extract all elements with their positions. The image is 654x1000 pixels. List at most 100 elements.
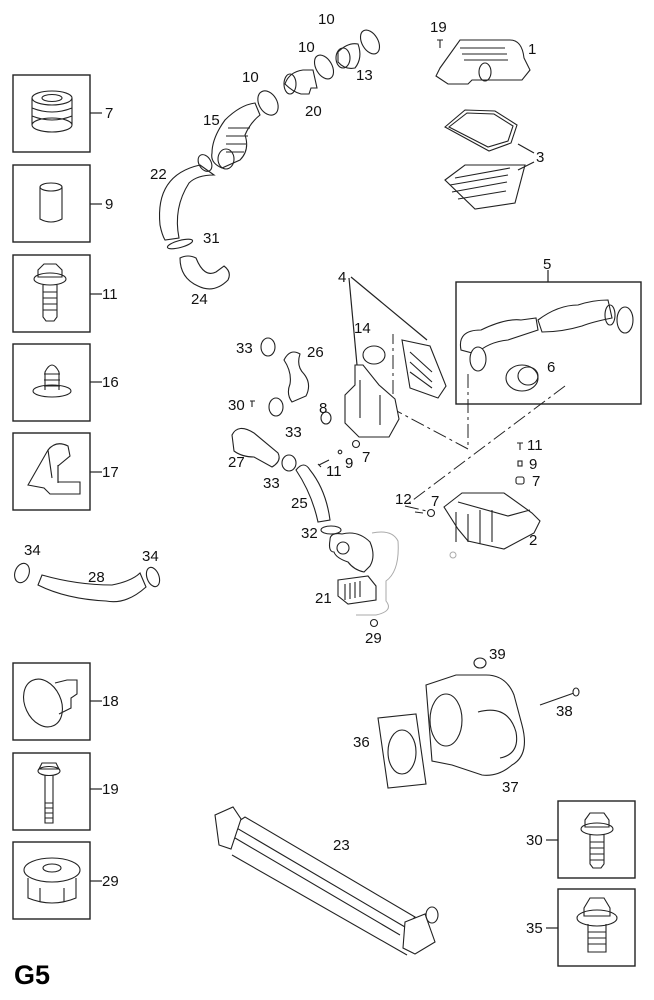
assembly-line: [392, 334, 469, 450]
part-3-filter-seal[interactable]: [444, 109, 535, 154]
inset-label: 11: [102, 286, 118, 303]
callout-38: 38: [556, 703, 573, 720]
inset-box-16[interactable]: 16: [12, 343, 119, 422]
inset-label: 9: [105, 196, 113, 213]
callout-33: 33: [263, 475, 280, 492]
callout-29: 29: [365, 630, 382, 647]
callout-32: 32: [301, 525, 318, 542]
part-39-nut[interactable]: [473, 657, 487, 669]
part-36-gasket[interactable]: [377, 713, 427, 789]
part-2-filter-housing[interactable]: [443, 492, 541, 550]
part-4-resonator-housing[interactable]: [344, 364, 400, 438]
part-33-clamp[interactable]: [260, 337, 276, 357]
callout-34: 34: [24, 542, 41, 559]
part-5-kit-box[interactable]: [455, 270, 642, 405]
rubber-bumper-icon: [23, 678, 78, 728]
short-hex-bolt-icon: [576, 897, 618, 953]
part-8-grommet[interactable]: [320, 411, 332, 425]
part-10-hose-clamp[interactable]: [254, 87, 283, 119]
part-12-bolt[interactable]: [414, 511, 424, 514]
part-21-turbocharger[interactable]: [328, 531, 399, 616]
inset-box-9[interactable]: 9: [12, 164, 113, 243]
inset-label: 29: [102, 873, 119, 890]
part-26-hose[interactable]: [283, 351, 310, 403]
inset-box-18[interactable]: 18: [12, 662, 119, 741]
inset-label: 35: [526, 920, 543, 937]
part-3-filter-element[interactable]: [444, 161, 535, 210]
callout-14: 14: [354, 320, 371, 337]
callout-36: 36: [353, 734, 370, 751]
callout-2: 2: [529, 532, 537, 549]
callout-31: 31: [203, 230, 220, 247]
part-33-clamp[interactable]: [268, 397, 284, 417]
part-11-bolt[interactable]: [317, 459, 330, 468]
part-7-grommet[interactable]: [426, 508, 436, 518]
part-19-screw[interactable]: [437, 39, 443, 48]
part-22-intake-pipe[interactable]: [158, 152, 216, 241]
inset-box-19[interactable]: 19: [12, 752, 119, 831]
callout-33: 33: [285, 424, 302, 441]
part-9-sleeve[interactable]: [337, 449, 343, 455]
part-6-sleeve[interactable]: [505, 364, 539, 392]
part-34-clamp[interactable]: [144, 566, 162, 589]
inset-box-11[interactable]: 11: [12, 254, 118, 333]
callout-8: 8: [319, 400, 327, 417]
inset-label: 19: [102, 781, 119, 798]
inset-box-7[interactable]: 7: [12, 74, 113, 153]
part-30-screw[interactable]: [250, 400, 255, 407]
part-23-intercooler[interactable]: [214, 806, 439, 956]
inset-label: 18: [102, 693, 119, 710]
part-10-hose-clamp[interactable]: [357, 27, 384, 58]
part-29-nut[interactable]: [369, 618, 379, 628]
callout-7: 7: [362, 449, 370, 466]
callout-24: 24: [191, 291, 208, 308]
inset-box-35[interactable]: 35: [526, 888, 636, 967]
flange-bolt-icon: [33, 263, 67, 322]
callout-25: 25: [291, 495, 308, 512]
part-34-clamp[interactable]: [12, 561, 32, 585]
callout-26: 26: [307, 344, 324, 361]
part-11-bolt[interactable]: [517, 442, 523, 450]
part-20-airflow-sensor[interactable]: [283, 69, 318, 95]
inset-box-30[interactable]: 30: [526, 800, 636, 879]
callout-10: 10: [298, 39, 315, 56]
part-33-clamp[interactable]: [281, 454, 297, 472]
part-7-grommet[interactable]: [351, 439, 361, 449]
callout-20: 20: [305, 103, 322, 120]
part-38-bolt[interactable]: [539, 687, 580, 706]
part-37-throttle-body[interactable]: [425, 674, 525, 776]
callout-7: 7: [532, 473, 540, 490]
inset-box-29[interactable]: 29: [12, 841, 119, 920]
part-27-hose[interactable]: [231, 427, 280, 468]
part-9-sleeve[interactable]: [517, 460, 523, 467]
callout-10: 10: [242, 69, 259, 86]
callout-labels: 1 2 3 4 5 6 7 7 7 8 9 9 10 10 10 11 11 1…: [24, 11, 573, 854]
inset-label: 7: [105, 105, 113, 122]
part-28-hose[interactable]: [37, 572, 147, 603]
callout-1: 1: [528, 41, 536, 58]
part-24-elbow-hose[interactable]: [179, 255, 230, 290]
inset-box-17[interactable]: 17: [12, 432, 119, 511]
part-15-corrugated-hose[interactable]: [211, 102, 261, 170]
flange-nut-icon: [23, 857, 81, 904]
inset-label: 17: [102, 464, 119, 481]
hex-bolt-icon: [580, 812, 614, 869]
part-14-seal[interactable]: [362, 345, 386, 365]
spacer-sleeve-icon: [39, 182, 63, 223]
long-bolt-icon: [37, 762, 61, 824]
part-13-rubber-sleeve[interactable]: [335, 43, 361, 69]
callout-27: 27: [228, 454, 245, 471]
part-1-filter-cover[interactable]: [435, 39, 531, 85]
part-25-hose[interactable]: [295, 464, 331, 523]
part-10-hose-clamp[interactable]: [311, 52, 338, 83]
part-32-clamp[interactable]: [320, 525, 342, 535]
callout-3: 3: [536, 149, 544, 166]
assembly-line: [403, 385, 566, 513]
callout-30: 30: [228, 397, 245, 414]
part-4-filter-frame[interactable]: [401, 339, 447, 399]
callout-39: 39: [489, 646, 506, 663]
callout-23: 23: [333, 837, 350, 854]
part-31-seal-ring[interactable]: [166, 237, 194, 250]
part-7-grommet[interactable]: [515, 476, 525, 485]
